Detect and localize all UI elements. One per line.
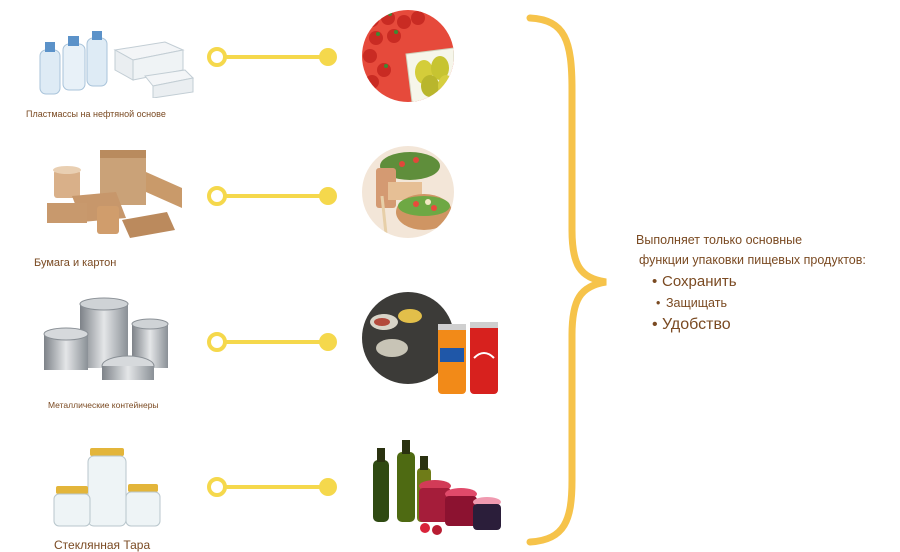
connector-line xyxy=(207,186,337,206)
function-convenience: Удобство xyxy=(662,316,731,333)
material-label-metal: Металлические контейнеры xyxy=(48,400,159,410)
metal-packaging-image xyxy=(43,297,169,380)
paper-packaging-image xyxy=(47,150,182,238)
food-photo-salad xyxy=(362,146,454,238)
bullet-icon: • xyxy=(656,296,661,310)
list-item: • Сохранить xyxy=(652,272,891,292)
functions-list: • Сохранить • Защищать • Удобство xyxy=(652,272,891,336)
list-item: • Защищать xyxy=(656,292,891,314)
function-preserve: Сохранить xyxy=(662,273,737,290)
list-item: • Удобство xyxy=(652,314,891,336)
bullet-icon: • xyxy=(652,273,658,290)
description-line-1: Выполняет только основные xyxy=(636,233,803,247)
material-label-paper: Бумага и картон xyxy=(34,257,117,269)
description-line-2: функции упаковки пищевых продуктов: xyxy=(639,253,866,267)
grouping-brace xyxy=(526,14,607,546)
connector-line xyxy=(207,47,337,67)
food-photo-oil-and-jam xyxy=(373,440,501,535)
food-photo-fruits xyxy=(362,10,454,102)
soda-cans-image xyxy=(438,322,498,394)
connector-line xyxy=(207,332,337,352)
plastic-packaging-image xyxy=(39,31,195,98)
packaging-functions-description: Выполняет только основные функции упаков… xyxy=(636,230,891,336)
bullet-icon: • xyxy=(652,316,658,333)
material-label-glass: Стеклянная Тара xyxy=(54,538,151,552)
function-protect: Защищать xyxy=(666,296,727,310)
glass-packaging-image xyxy=(53,448,161,527)
connector-line xyxy=(207,477,337,497)
material-label-plastics: Пластмассы на нефтяной основе xyxy=(26,109,166,119)
